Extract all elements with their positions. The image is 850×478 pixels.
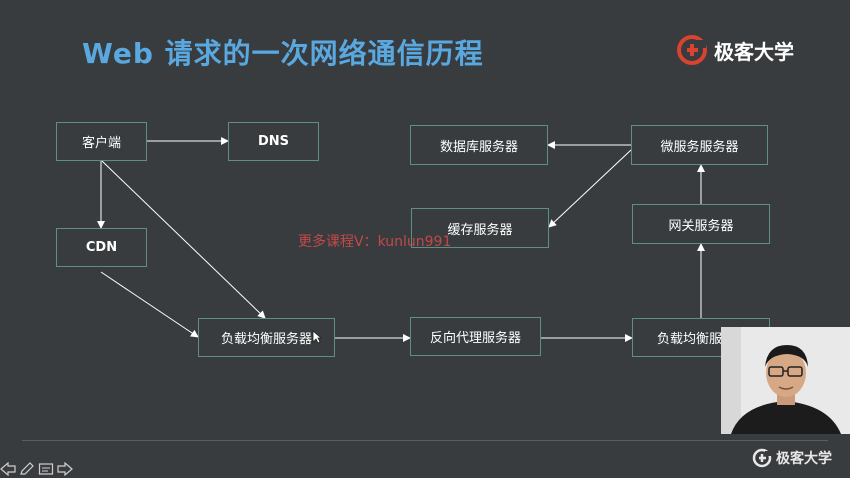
previous-arrow-icon[interactable] — [0, 462, 16, 476]
brand-name: 极客大学 — [714, 39, 794, 64]
node-gateway: 网关服务器 — [632, 204, 770, 244]
presenter-video — [721, 327, 850, 434]
slide-title: Web 请求的一次网络通信历程 — [82, 37, 484, 70]
node-dns: DNS — [228, 122, 319, 161]
node-load-balancer-1: 负载均衡服务器 — [198, 318, 335, 357]
node-client: 客户端 — [56, 122, 147, 161]
brand-header: 极客大学 — [676, 34, 794, 66]
watermark-text: 更多课程V：kunlun991 — [298, 234, 452, 250]
edge-cdn-lb1 — [100, 271, 199, 338]
mouse-cursor-icon — [312, 330, 322, 344]
presentation-toolbar — [0, 462, 73, 476]
edge-client-lb1 — [101, 160, 266, 319]
footer-divider — [22, 440, 828, 441]
pen-icon[interactable] — [19, 462, 35, 476]
next-arrow-icon[interactable] — [57, 462, 73, 476]
node-cache: 缓存服务器 — [411, 208, 549, 248]
node-database: 数据库服务器 — [410, 125, 548, 165]
footer-brand: 极客大学 — [752, 448, 832, 468]
webcam-overlay — [721, 327, 850, 434]
geek-logo-icon — [677, 35, 707, 65]
node-cdn: CDN — [56, 228, 147, 267]
node-reverse-proxy: 反向代理服务器 — [410, 317, 541, 356]
edge-micro-cache — [548, 149, 632, 228]
geek-logo-icon — [752, 448, 772, 468]
footer-brand-name: 极客大学 — [776, 451, 832, 467]
node-microservice: 微服务服务器 — [631, 125, 768, 165]
slides-icon[interactable] — [38, 462, 54, 476]
